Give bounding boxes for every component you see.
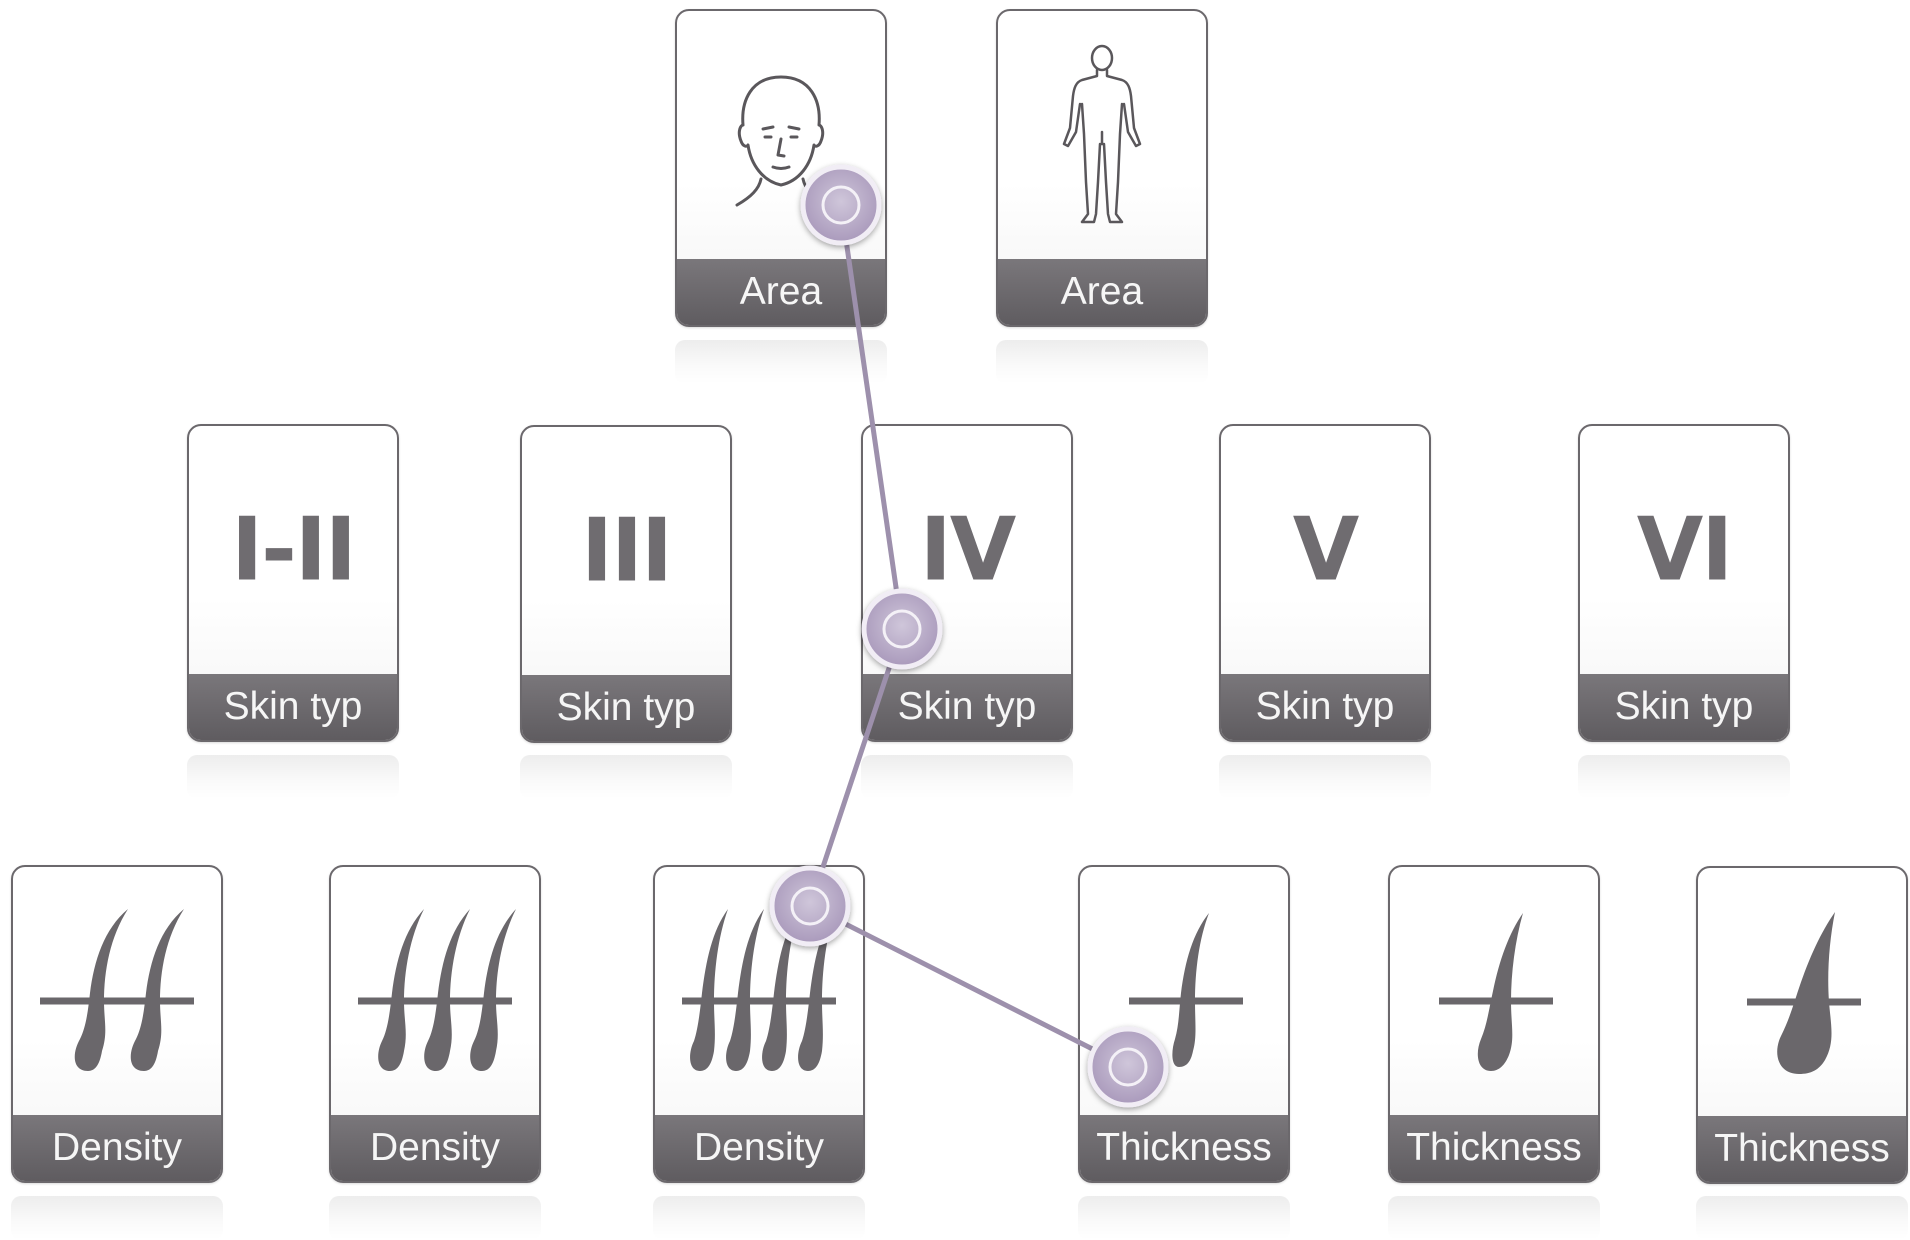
area-body-card[interactable]: Area [996, 9, 1208, 327]
skin-type-card-6[interactable]: VI Skin typ [1578, 424, 1790, 742]
hair-density-label: Density [331, 1115, 539, 1181]
hair-thickness-label: Thickness [1390, 1115, 1598, 1181]
skin-type-card-3[interactable]: III Skin typ [520, 425, 732, 743]
body-icon [998, 11, 1206, 259]
card-reflection [329, 1196, 541, 1240]
skin-type-numeral: VI [1636, 499, 1734, 601]
hair-thin-icon [1080, 867, 1288, 1115]
card-reflection [1078, 1196, 1290, 1240]
skin-type-label: Skin typ [1580, 674, 1788, 740]
hair-thickness-card-medium[interactable]: Thickness [1388, 865, 1600, 1183]
hair-density-card-medium[interactable]: Density [329, 865, 541, 1183]
hair-thick-icon [1698, 868, 1906, 1116]
skin-type-label: Skin typ [522, 675, 730, 741]
hair-thickness-card-thick[interactable]: Thickness [1696, 866, 1908, 1184]
card-reflection [653, 1196, 865, 1240]
card-reflection [11, 1196, 223, 1240]
area-face-card[interactable]: Area [675, 9, 887, 327]
card-reflection [520, 755, 732, 799]
area-face-label: Area [677, 259, 885, 325]
skin-type-card-1-2[interactable]: I-II Skin typ [187, 424, 399, 742]
hair-thickness-card-thin[interactable]: Thickness [1078, 865, 1290, 1183]
card-reflection [1219, 755, 1431, 799]
hair-density-card-low[interactable]: Density [11, 865, 223, 1183]
card-reflection [187, 755, 399, 799]
skin-type-card-4[interactable]: IV Skin typ [861, 424, 1073, 742]
skin-type-numeral: IV [919, 499, 1017, 601]
card-reflection [996, 340, 1208, 384]
head-icon [677, 11, 885, 259]
hair-density-3-icon [331, 867, 539, 1115]
card-reflection [1696, 1196, 1908, 1240]
skin-type-label: Skin typ [189, 674, 397, 740]
card-reflection [861, 755, 1073, 799]
hair-density-2-icon [13, 867, 221, 1115]
skin-type-numeral: III [581, 500, 673, 602]
hair-density-4-icon [655, 867, 863, 1115]
card-reflection [675, 340, 887, 384]
skin-type-card-5[interactable]: V Skin typ [1219, 424, 1431, 742]
skin-type-label: Skin typ [1221, 674, 1429, 740]
card-reflection [1388, 1196, 1600, 1240]
skin-type-numeral: V [1292, 499, 1360, 601]
hair-density-card-high[interactable]: Density [653, 865, 865, 1183]
area-body-label: Area [998, 259, 1206, 325]
hair-thickness-label: Thickness [1080, 1115, 1288, 1181]
skin-type-numeral: I-II [231, 499, 357, 601]
hair-thickness-label: Thickness [1698, 1116, 1906, 1182]
skin-type-label: Skin typ [863, 674, 1071, 740]
hair-density-label: Density [13, 1115, 221, 1181]
hair-density-label: Density [655, 1115, 863, 1181]
card-reflection [1578, 755, 1790, 799]
hair-medium-icon [1390, 867, 1598, 1115]
